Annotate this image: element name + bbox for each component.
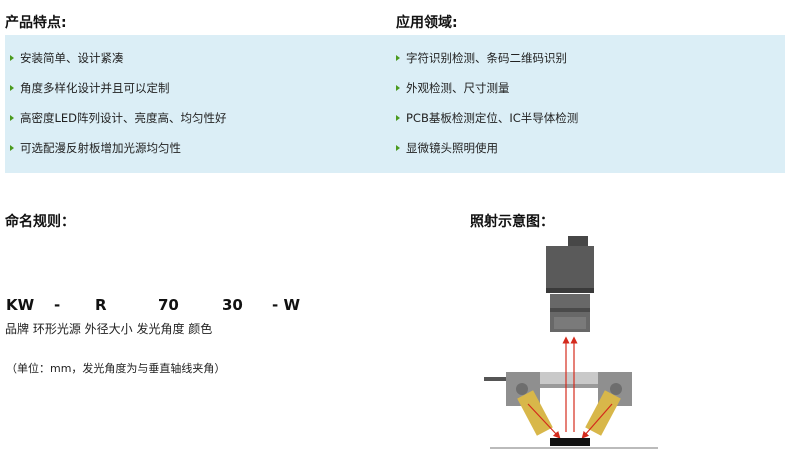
- feature-item: 可选配漫反射板增加光源均匀性: [8, 135, 227, 165]
- led-left: [517, 390, 553, 436]
- feature-item: 角度多样化设计并且可以定制: [8, 75, 227, 105]
- model-code-70: 70: [158, 296, 179, 314]
- model-code-dash: -: [54, 296, 61, 314]
- feature-text: 可选配漫反射板增加光源均匀性: [20, 141, 181, 155]
- naming-legend: 品牌 环形光源 外径大小 发光角度 颜色: [5, 322, 213, 336]
- unit-note: （单位：mm，发光角度为与垂直轴线夹角）: [6, 362, 226, 375]
- applications-title: 应用领域:: [396, 15, 458, 31]
- application-item: 字符识别检测、条码二维码识别: [394, 45, 578, 75]
- application-text: PCB基板检测定位、IC半导体检测: [406, 111, 579, 125]
- features-panel: 安装简单、设计紧凑 角度多样化设计并且可以定制 高密度LED阵列设计、亮度高、均…: [5, 35, 785, 173]
- model-code-r: R: [95, 296, 107, 314]
- application-text: 显微镜头照明使用: [406, 141, 498, 155]
- model-code-kw: KW: [6, 296, 35, 314]
- inspected-object: [490, 438, 658, 449]
- bullet-icon: [10, 85, 14, 91]
- bullet-icon: [396, 115, 400, 121]
- application-item: 外观检测、尺寸测量: [394, 75, 578, 105]
- bullet-icon: [10, 55, 14, 61]
- application-item: 显微镜头照明使用: [394, 135, 578, 165]
- feature-item: 高密度LED阵列设计、亮度高、均匀性好: [8, 105, 227, 135]
- bullet-icon: [10, 145, 14, 151]
- features-list: 安装简单、设计紧凑 角度多样化设计并且可以定制 高密度LED阵列设计、亮度高、均…: [8, 45, 227, 165]
- bullet-icon: [396, 85, 400, 91]
- application-item: PCB基板检测定位、IC半导体检测: [394, 105, 578, 135]
- bullet-icon: [396, 145, 400, 151]
- diagram-title: 照射示意图：: [470, 214, 554, 230]
- naming-title: 命名规则：: [5, 214, 75, 230]
- light-rays: [527, 336, 613, 439]
- bullet-icon: [396, 55, 400, 61]
- application-text: 字符识别检测、条码二维码识别: [406, 51, 567, 65]
- camera-icon: [546, 236, 594, 332]
- application-text: 外观检测、尺寸测量: [406, 81, 510, 95]
- bullet-icon: [10, 115, 14, 121]
- features-title: 产品特点:: [5, 15, 67, 31]
- feature-text: 安装简单、设计紧凑: [20, 51, 124, 65]
- illumination-diagram: [484, 236, 658, 449]
- applications-list: 字符识别检测、条码二维码识别 外观检测、尺寸测量 PCB基板检测定位、IC半导体…: [394, 45, 578, 165]
- feature-item: 安装简单、设计紧凑: [8, 45, 227, 75]
- feature-text: 角度多样化设计并且可以定制: [20, 81, 170, 95]
- model-code-w: - W: [272, 296, 300, 314]
- feature-text: 高密度LED阵列设计、亮度高、均匀性好: [20, 111, 227, 125]
- model-code-30: 30: [222, 296, 243, 314]
